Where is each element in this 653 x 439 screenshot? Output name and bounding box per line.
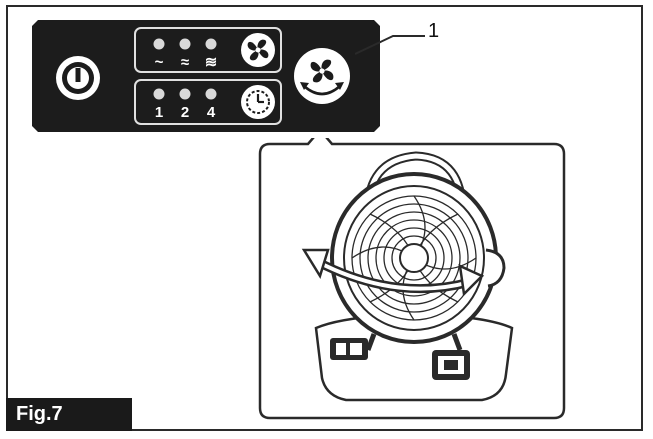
timer-indicator-2: 2 — [179, 88, 191, 121]
svg-text:4: 4 — [207, 104, 216, 121]
fan-icon — [247, 39, 269, 61]
power-button[interactable] — [56, 56, 100, 100]
svg-text:2: 2 — [181, 104, 189, 121]
callout-number: 1 — [428, 20, 440, 42]
speed-indicator-low: ~ — [153, 38, 165, 71]
speed-indicator-high: ≋ — [205, 38, 218, 71]
fan-illustration — [258, 138, 566, 420]
speed-indicator-mid: ≈ — [179, 38, 191, 71]
timer-indicator-1: 1 — [153, 88, 165, 121]
oscillation-arrow — [301, 248, 485, 297]
timer-group — [134, 79, 282, 125]
svg-text:1: 1 — [155, 104, 163, 121]
fan-base — [314, 312, 514, 402]
callout-leader-line — [355, 35, 425, 55]
oscillation-fan-icon — [310, 59, 334, 83]
speed-group — [134, 27, 282, 73]
svg-text:~: ~ — [155, 54, 164, 71]
fan-speed-button[interactable] — [241, 33, 275, 67]
figure-label: Fig.7 — [6, 398, 132, 431]
control-panel: ~ ≈ ≋ 1 2 4 — [32, 20, 380, 132]
oscillation-button[interactable] — [294, 48, 350, 104]
timer-indicator-4: 4 — [205, 88, 217, 121]
timer-icon — [246, 90, 270, 114]
timer-button[interactable] — [241, 85, 275, 119]
svg-text:≈: ≈ — [181, 54, 189, 71]
svg-text:≋: ≋ — [205, 54, 218, 71]
fan-head — [330, 172, 506, 351]
